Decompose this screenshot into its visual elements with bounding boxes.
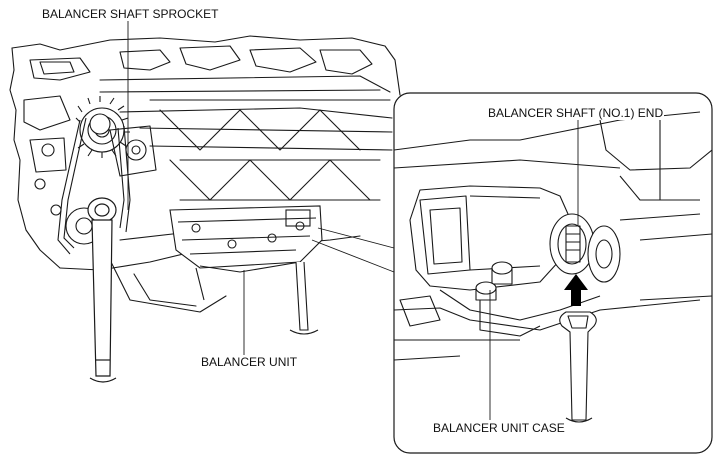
- detail-view-drawing: [394, 111, 712, 423]
- label-balancer-unit: BALANCER UNIT: [200, 355, 299, 369]
- engine-block-drawing: [9, 35, 401, 313]
- up-arrow-icon: [564, 274, 588, 306]
- leader-lines-detail: [489, 118, 579, 420]
- detail-callout-connector: [311, 227, 395, 273]
- leader-lines-main: [127, 20, 245, 355]
- label-balancer-shaft-sprocket: BALANCER SHAFT SPROCKET: [41, 7, 220, 21]
- balancer-unit-drawing: [169, 205, 323, 335]
- detail-view-frame: [393, 92, 713, 454]
- balancer-shaft-sprocket: [57, 96, 131, 255]
- label-balancer-unit-case: BALANCER UNIT CASE: [432, 421, 566, 435]
- socket-wrench-tool: [87, 197, 117, 383]
- label-balancer-shaft-no1-end: BALANCER SHAFT (NO.1) END: [487, 106, 665, 120]
